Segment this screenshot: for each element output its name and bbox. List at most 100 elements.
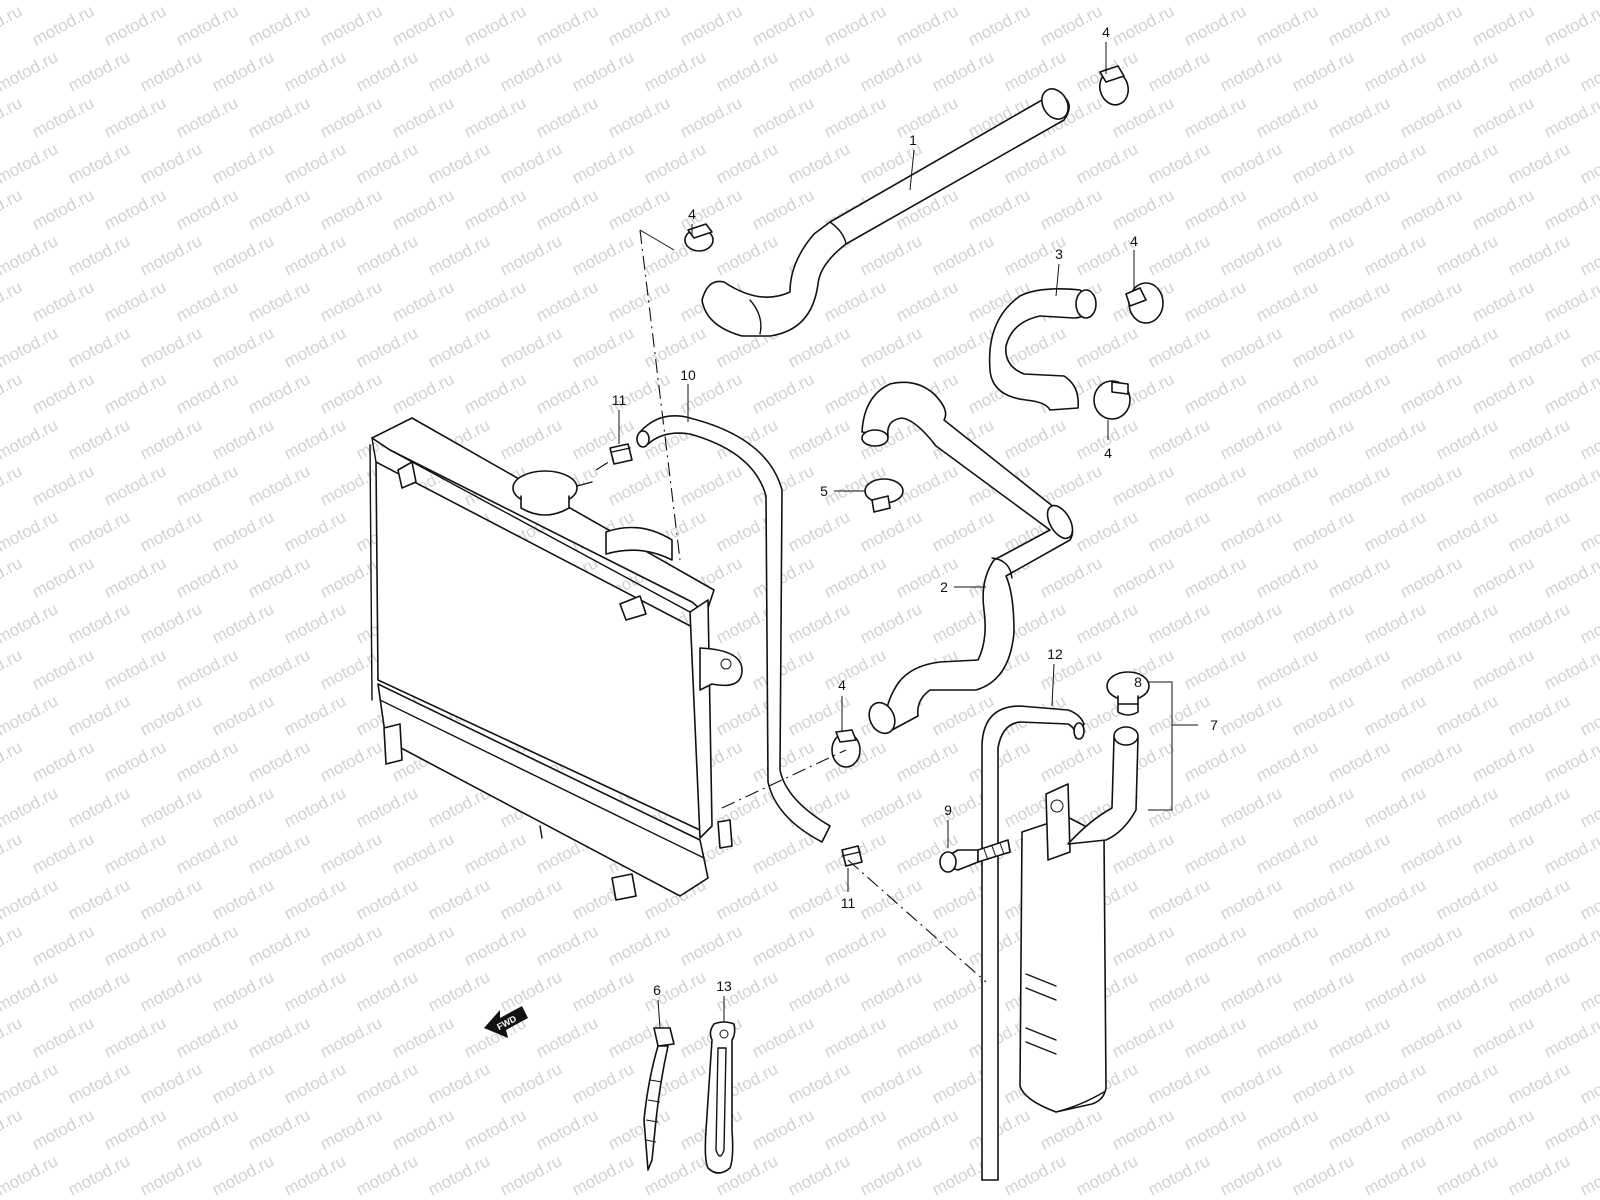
watermark-text: motod.ru xyxy=(245,369,313,417)
watermark-text: motod.ru xyxy=(1397,93,1465,141)
watermark-text: motod.ru xyxy=(821,277,889,325)
watermark-text: motod.ru xyxy=(209,599,277,647)
watermark-text: motod.ru xyxy=(0,1151,61,1199)
watermark-text: motod.ru xyxy=(425,1151,493,1199)
watermark-text: motod.ru xyxy=(1109,921,1177,969)
watermark-text: motod.ru xyxy=(1037,1105,1105,1153)
watermark-text: motod.ru xyxy=(209,47,277,95)
watermark-text: motod.ru xyxy=(173,829,241,877)
watermark-text: motod.ru xyxy=(605,461,673,509)
watermark-text: motod.ru xyxy=(137,415,205,463)
watermark-text: motod.ru xyxy=(533,93,601,141)
watermark-text: motod.ru xyxy=(0,231,61,279)
watermark-text: motod.ru xyxy=(1181,829,1249,877)
watermark-text: motod.ru xyxy=(1253,921,1321,969)
watermark-text: motod.ru xyxy=(1325,1105,1393,1153)
watermark-text: motod.ru xyxy=(929,47,997,95)
reservoir-tank xyxy=(1019,726,1139,1113)
watermark-text: motod.ru xyxy=(1073,1151,1141,1199)
watermark-text: motod.ru xyxy=(1253,645,1321,693)
watermark-text: motod.ru xyxy=(1505,0,1573,4)
watermark-text: motod.ru xyxy=(1541,461,1600,509)
watermark-text: motod.ru xyxy=(101,737,169,785)
watermark-text: motod.ru xyxy=(1361,1059,1429,1107)
watermark-text: motod.ru xyxy=(497,231,565,279)
watermark-text: motod.ru xyxy=(1577,783,1600,831)
watermark-text: motod.ru xyxy=(605,185,673,233)
watermark-text: motod.ru xyxy=(461,1,529,49)
assembly-lines xyxy=(595,229,987,983)
watermark-text: motod.ru xyxy=(1037,185,1105,233)
watermark-text: motod.ru xyxy=(173,1,241,49)
watermark-text: motod.ru xyxy=(461,185,529,233)
hose-1 xyxy=(701,88,1070,337)
watermark-text: motod.ru xyxy=(893,553,961,601)
watermark-text: motod.ru xyxy=(1217,231,1285,279)
callout-6: 6 xyxy=(653,982,661,998)
watermark-text: motod.ru xyxy=(1217,599,1285,647)
watermark-text: motod.ru xyxy=(785,1151,853,1199)
watermark-text: motod.ru xyxy=(1001,47,1069,95)
watermark-text: motod.ru xyxy=(29,921,97,969)
watermark-text: motod.ru xyxy=(1073,507,1141,555)
watermark-text: motod.ru xyxy=(245,1105,313,1153)
watermark-text: motod.ru xyxy=(785,0,853,4)
watermark-text: motod.ru xyxy=(641,0,709,4)
watermark-text: motod.ru xyxy=(317,93,385,141)
watermark-text: motod.ru xyxy=(209,507,277,555)
watermark-text: motod.ru xyxy=(749,93,817,141)
watermark-text: motod.ru xyxy=(1469,645,1537,693)
watermark-text: motod.ru xyxy=(1217,1059,1285,1107)
watermark-text: motod.ru xyxy=(65,875,133,923)
callout-4-hose2: 4 xyxy=(838,677,846,693)
watermark-text: motod.ru xyxy=(1541,93,1600,141)
watermark-text: motod.ru xyxy=(0,0,61,4)
watermark-text: motod.ru xyxy=(1361,691,1429,739)
watermark-text: motod.ru xyxy=(857,0,925,4)
watermark-text: motod.ru xyxy=(389,921,457,969)
watermark-text: motod.ru xyxy=(317,369,385,417)
watermark-text: motod.ru xyxy=(209,415,277,463)
watermark-text: motod.ru xyxy=(1289,323,1357,371)
watermark-text: motod.ru xyxy=(0,1059,61,1107)
watermark-text: motod.ru xyxy=(1145,47,1213,95)
watermark-text: motod.ru xyxy=(0,783,61,831)
watermark-text: motod.ru xyxy=(1325,277,1393,325)
watermark-text: motod.ru xyxy=(1397,461,1465,509)
watermark-text: motod.ru xyxy=(1361,323,1429,371)
watermark-text: motod.ru xyxy=(1145,1151,1213,1199)
watermark-text: motod.ru xyxy=(0,323,61,371)
watermark-text: motod.ru xyxy=(893,921,961,969)
watermark-text: motod.ru xyxy=(245,1,313,49)
watermark-text: motod.ru xyxy=(353,1151,421,1199)
watermark-text: motod.ru xyxy=(785,967,853,1015)
watermark-text: motod.ru xyxy=(137,139,205,187)
watermark-text: motod.ru xyxy=(857,967,925,1015)
watermark-text: motod.ru xyxy=(425,1059,493,1107)
watermark-text: motod.ru xyxy=(533,369,601,417)
watermark-text: motod.ru xyxy=(1397,829,1465,877)
watermark-text: motod.ru xyxy=(1541,369,1600,417)
watermark-text: motod.ru xyxy=(569,0,637,4)
watermark-text: motod.ru xyxy=(1397,737,1465,785)
watermark-text: motod.ru xyxy=(353,231,421,279)
watermark-text: motod.ru xyxy=(137,691,205,739)
watermark-text: motod.ru xyxy=(641,139,709,187)
watermark-text: motod.ru xyxy=(1217,139,1285,187)
watermark-text: motod.ru xyxy=(1541,829,1600,877)
watermark-text: motod.ru xyxy=(1073,139,1141,187)
watermark-text: motod.ru xyxy=(1325,645,1393,693)
watermark-text: motod.ru xyxy=(1577,875,1600,923)
watermark-text: motod.ru xyxy=(1541,185,1600,233)
watermark-text: motod.ru xyxy=(1289,0,1357,4)
watermark-text: motod.ru xyxy=(1109,461,1177,509)
watermark-text: motod.ru xyxy=(893,277,961,325)
watermark-text: motod.ru xyxy=(1037,1,1105,49)
watermark-text: motod.ru xyxy=(101,1105,169,1153)
watermark-text: motod.ru xyxy=(353,967,421,1015)
watermark-text: motod.ru xyxy=(1325,737,1393,785)
watermark-text: motod.ru xyxy=(1037,737,1105,785)
watermark-text: motod.ru xyxy=(0,47,61,95)
watermark-text: motod.ru xyxy=(1217,875,1285,923)
watermark-text: motod.ru xyxy=(1505,507,1573,555)
